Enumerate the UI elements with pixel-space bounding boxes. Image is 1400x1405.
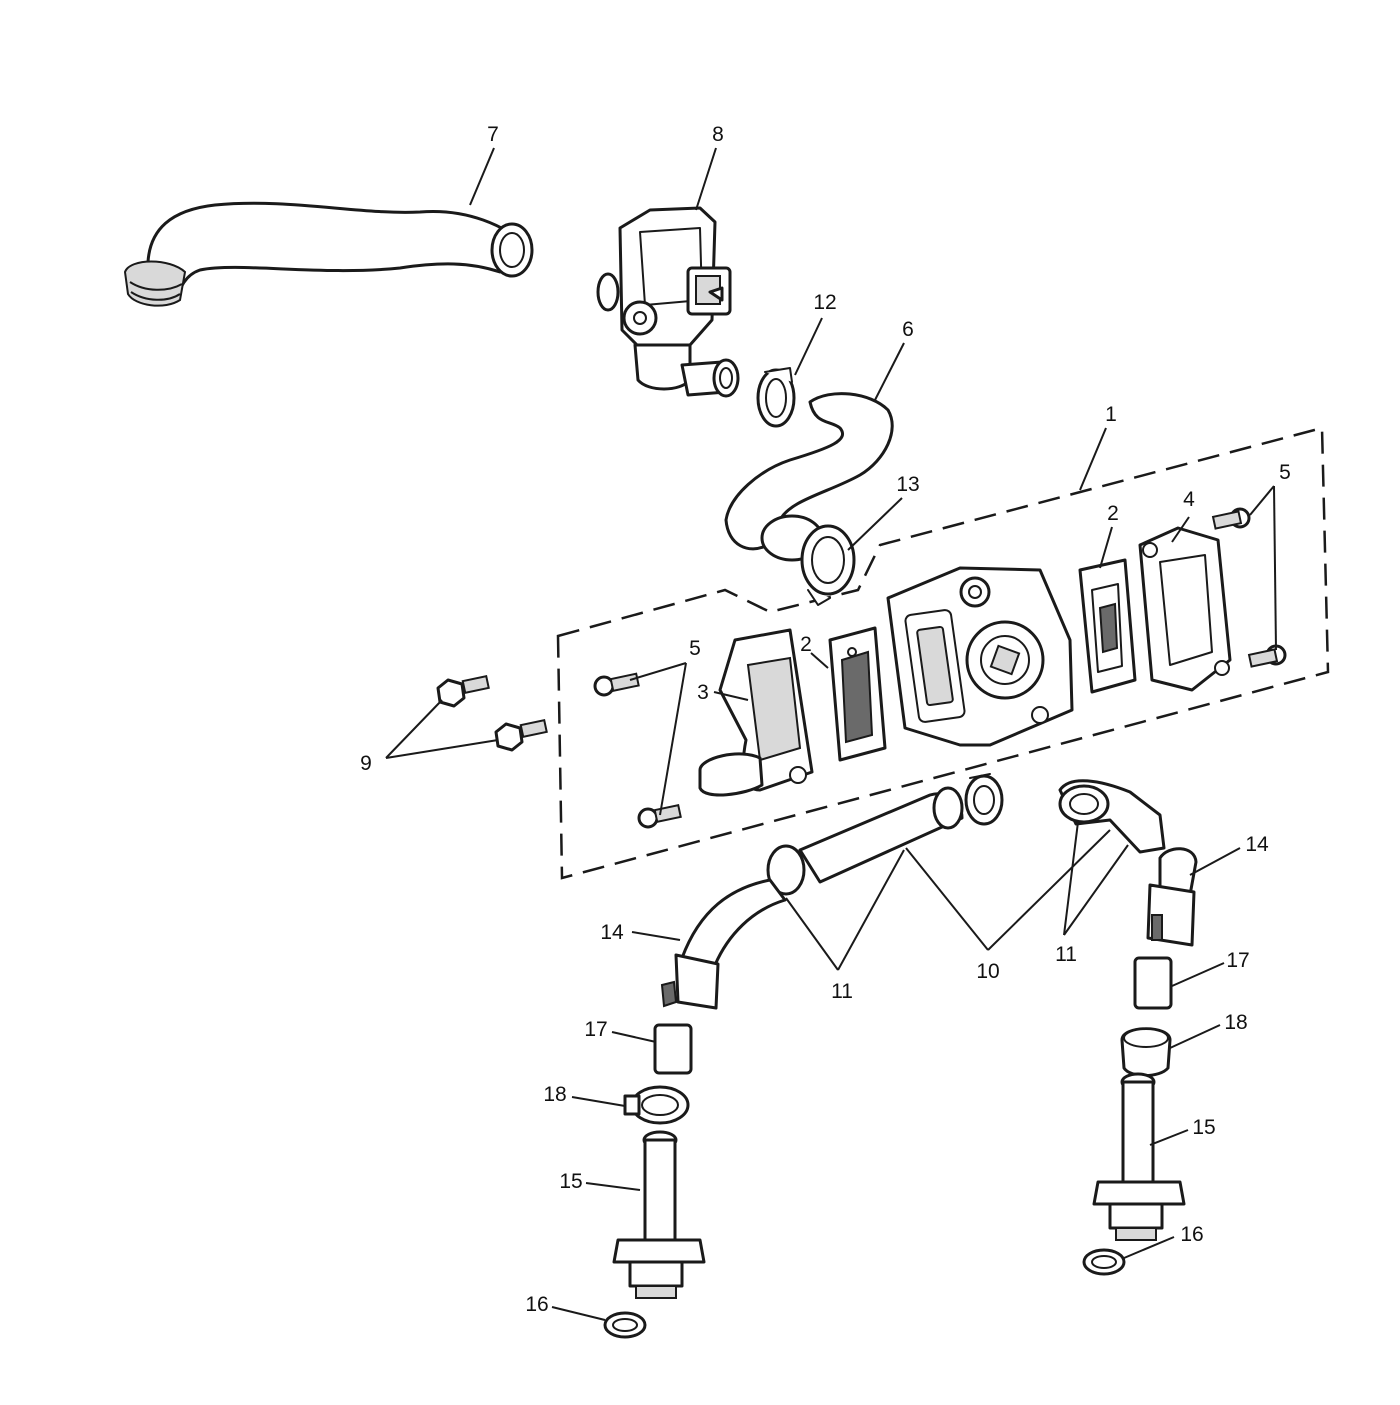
callout-11-right: 11 [1055, 943, 1077, 966]
callout-18-left: 18 [543, 1083, 566, 1106]
part-5-screws-left [593, 672, 682, 829]
part-17-sleeve-right [1133, 956, 1173, 1010]
callout-13: 13 [896, 473, 919, 496]
part-14-elbow-right [1146, 847, 1198, 947]
part-17-sleeve-left [653, 1023, 693, 1075]
callout-15-left: 15 [559, 1170, 582, 1193]
part-15-fitting-left [612, 1130, 706, 1299]
part-8-valve [596, 206, 740, 398]
part-15-fitting-right [1092, 1072, 1186, 1241]
part-10-pipe-left [766, 786, 964, 896]
part-3-cover [698, 628, 814, 797]
callout-2-right: 2 [1107, 502, 1119, 525]
part-16-washer-left [603, 1311, 647, 1339]
assembly-boundary-dashed [556, 426, 1330, 880]
part-2-gasket-right [1078, 558, 1137, 694]
callout-7: 7 [487, 123, 499, 146]
part-7-air-hose [123, 201, 534, 307]
callout-labels: 7 8 12 6 1 13 5 2 4 5 2 3 9 14 14 11 10 … [360, 123, 1291, 1316]
central-housing [886, 566, 1074, 747]
callout-3: 3 [697, 681, 709, 704]
callout-2-left: 2 [800, 633, 812, 656]
callout-16-left: 16 [525, 1293, 548, 1316]
callout-9: 9 [360, 752, 372, 775]
callout-4: 4 [1183, 488, 1195, 511]
callout-12: 12 [813, 291, 836, 314]
callout-14-right: 14 [1245, 833, 1269, 856]
part-13-clamp [800, 524, 856, 606]
leader-lines [385, 147, 1277, 1321]
callout-1: 1 [1105, 403, 1117, 426]
callout-14-left: 14 [600, 921, 624, 944]
part-2-gasket-left [828, 626, 887, 762]
callout-6: 6 [902, 318, 914, 341]
part-12-clamp [756, 367, 796, 428]
callout-10: 10 [976, 960, 999, 983]
part-5-screws-right [1211, 507, 1287, 668]
callout-17-right: 17 [1226, 949, 1249, 972]
part-18-clamp-left [623, 1085, 690, 1125]
callout-18-right: 18 [1224, 1011, 1247, 1034]
part-11-clamp-left [964, 773, 1004, 826]
part-4-gasket [1138, 526, 1232, 692]
callout-17-left: 17 [584, 1018, 607, 1041]
callout-5-right: 5 [1279, 461, 1291, 484]
callout-15-right: 15 [1192, 1116, 1215, 1139]
part-18-clamp-right [1120, 1027, 1172, 1077]
part-14-elbow-left [660, 878, 787, 1010]
part-9-bolts [436, 674, 548, 752]
part-16-washer-right [1082, 1248, 1126, 1276]
part-10-pipe-right [1058, 779, 1166, 854]
callout-16-right: 16 [1180, 1223, 1203, 1246]
callout-11-left: 11 [831, 980, 853, 1003]
callout-8: 8 [712, 123, 724, 146]
callout-5-left: 5 [689, 637, 701, 660]
